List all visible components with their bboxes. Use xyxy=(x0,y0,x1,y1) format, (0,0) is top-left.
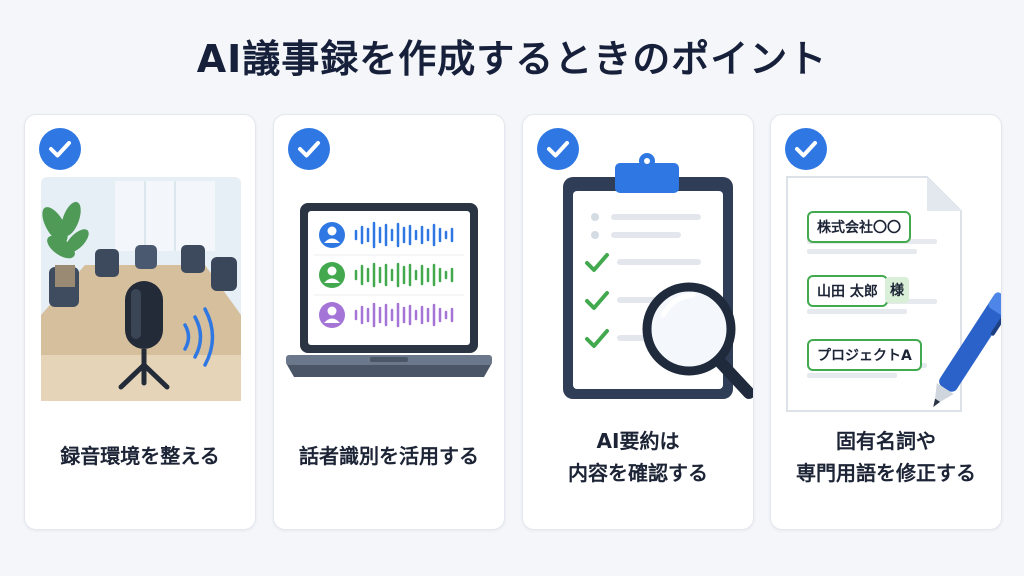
point-card-ai-summary: AI要約は 内容を確認する xyxy=(522,114,754,530)
checkmark-icon xyxy=(288,128,330,170)
tag-project-name: プロジェクトA xyxy=(807,339,922,371)
point-card-proper-nouns: 株式会社〇〇 山田 太郎 様 プロジェクトA 固有名詞や 専門用語を修正する xyxy=(770,114,1002,530)
card-caption: 固有名詞や 専門用語を修正する xyxy=(796,429,976,485)
point-card-speaker-id: 話者識別を活用する xyxy=(273,114,505,530)
laptop-speakers-icon xyxy=(286,203,492,377)
checkmark-icon xyxy=(39,128,81,170)
checkmark-icon xyxy=(785,128,827,170)
page-title: AI議事録を作成するときのポイント xyxy=(196,37,828,81)
card-caption: 話者識別を活用する xyxy=(299,444,479,468)
card-caption: AI要約は 内容を確認する xyxy=(568,429,708,485)
tag-person-name: 山田 太郎 xyxy=(807,275,888,307)
point-card-recording: 録音環境を整える xyxy=(24,114,256,530)
microphone-icon xyxy=(41,177,241,401)
tag-honorific: 様 xyxy=(885,277,909,303)
card-caption: 録音環境を整える xyxy=(60,444,220,468)
tag-company-name: 株式会社〇〇 xyxy=(807,211,911,243)
checkmark-icon xyxy=(537,128,579,170)
clipboard-magnifier-icon xyxy=(563,153,753,399)
